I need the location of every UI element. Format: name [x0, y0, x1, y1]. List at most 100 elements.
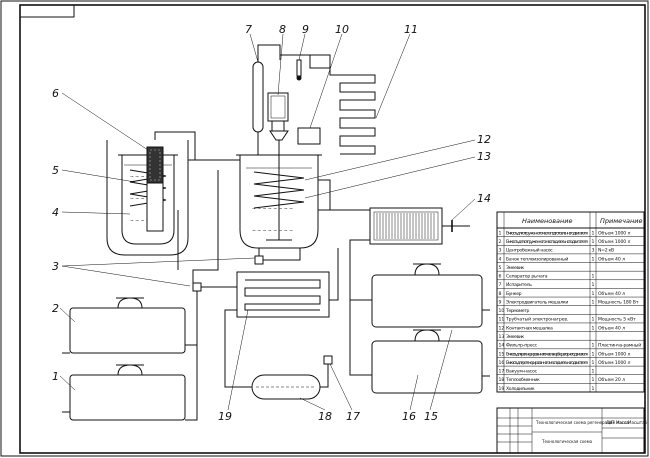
spec-cell-qty: 1: [592, 377, 595, 383]
spec-cell-name: Контактная мешалка: [506, 325, 553, 331]
spec-cell-qty: 1: [592, 325, 595, 331]
callout-18: 18: [318, 410, 332, 423]
svg-text:~ ~ ~ ~ ~ ~: ~ ~ ~ ~ ~ ~: [130, 197, 161, 202]
spec-cell-qty: 1: [592, 230, 595, 236]
spec-cell-note: N=2 кВ: [598, 248, 614, 254]
callout-10: 10: [335, 23, 349, 36]
title-block-subtitle: Технологическая схема: [541, 439, 593, 444]
spec-cell-note: Объем 40 л: [598, 325, 625, 331]
spec-cell-qty: 1: [592, 386, 595, 392]
callout-labels: 1 2 3 4 5 6 7 8 9 10 11 12 13 14 15 16 1…: [52, 23, 491, 423]
callout-19: 19: [218, 410, 232, 423]
top-left-code-box: [19, 4, 75, 18]
spec-cell-name: Змеевик: [506, 334, 524, 340]
callout-1: 1: [52, 370, 59, 383]
spec-cell-num: 6: [499, 274, 502, 280]
spec-cell-qty: 1: [592, 351, 595, 357]
spec-cell-name: Электродвигатель мешалки: [506, 299, 568, 305]
svg-text:~ ~ ~ ~ ~ ~: ~ ~ ~ ~ ~ ~: [130, 175, 161, 180]
spec-cell-qty: 1: [592, 299, 595, 305]
callout-16: 16: [402, 410, 416, 423]
spec-cell-num: 8: [499, 291, 502, 297]
spec-cell-num: 16: [499, 360, 505, 366]
svg-text:~ ~ ~ ~ ~ ~: ~ ~ ~ ~ ~ ~: [130, 219, 161, 224]
spec-cell-qty: 1: [592, 369, 595, 375]
spec-cell-name: Вакуум-насос: [506, 369, 538, 375]
thermometer-9: [296, 59, 302, 81]
spec-cell-name: Центробежный насос: [506, 247, 553, 254]
leader-lines: [59, 33, 476, 411]
spec-cell-note: Объем 1000 л: [598, 230, 630, 236]
callout-17: 17: [346, 410, 360, 423]
spec-cell-num: 18: [499, 377, 505, 383]
spec-cell-num: 1: [499, 230, 502, 236]
spec-cell-num: 12: [499, 325, 505, 331]
spec-cell-note: Объем 40 л: [598, 256, 625, 262]
spec-cell-qty: 3: [592, 248, 595, 254]
spec-cell-name: Сепаратор рычага: [506, 274, 548, 280]
spec-cell-name: Испаритель: [506, 282, 532, 288]
spec-rows: 1 Емкость для отгруженного масла подготов…: [497, 230, 644, 393]
spec-cell-num: 2: [499, 239, 502, 245]
spec-header-note: Примечание: [600, 217, 642, 225]
heat-exchanger-18: [251, 374, 321, 400]
spent-oil-tank-2: [69, 297, 186, 354]
coil-13: [253, 171, 305, 209]
spec-cell-name: Бункер: [506, 291, 522, 297]
callout-6: 6: [52, 87, 59, 100]
title-block-scale: Масштаб: [628, 420, 648, 425]
callout-9: 9: [302, 23, 309, 36]
evaporator-7: [252, 61, 264, 155]
spec-cell-name: Змеевик: [506, 265, 524, 271]
spec-cell-note: Пластинча-рамный: [598, 342, 641, 349]
spec-cell-name: Емкость для отгруженного масла дизельног…: [506, 239, 588, 245]
spec-cell-name: Холодильник: [506, 386, 535, 392]
spec-cell-note: Объем 40 л: [598, 291, 625, 297]
spec-cell-num: 3: [499, 248, 502, 254]
callout-14: 14: [477, 192, 491, 205]
callout-7: 7: [245, 23, 252, 36]
pipelines: [62, 44, 490, 421]
spec-cell-name: Термометр: [505, 308, 529, 314]
callout-11: 11: [404, 23, 418, 36]
spec-cell-num: 19: [499, 386, 505, 392]
pump-3b: [254, 255, 264, 265]
spec-cell-name: Трубчатый электронагрев.: [505, 316, 568, 323]
spec-cell-num: 14: [499, 343, 505, 349]
svg-text:~ ~ ~ ~ ~ ~ ~ ~: ~ ~ ~ ~ ~ ~ ~ ~: [252, 207, 293, 212]
pump-3a: [192, 282, 202, 292]
title-block-title: Технологическая схема регенерации масла: [535, 420, 629, 425]
callout-8: 8: [279, 23, 286, 36]
spec-cell-qty: 1: [592, 360, 595, 366]
filter-press-14: [369, 207, 458, 245]
spec-cell-name: Емкость для отгруженного масла подготовл…: [506, 230, 588, 236]
regenerated-oil-tank-16: [371, 329, 483, 394]
separator-6: [146, 146, 164, 232]
svg-text:~ ~ ~ ~ ~ ~ ~ ~: ~ ~ ~ ~ ~ ~ ~ ~: [252, 229, 293, 234]
bunker-10: [297, 127, 321, 145]
callout-13: 13: [477, 150, 491, 163]
callout-3: 3: [52, 260, 59, 273]
spec-cell-note: Объем 20 л: [598, 377, 625, 383]
cooler-19: [236, 271, 330, 318]
spec-cell-note: Мощность 180 Вт: [598, 299, 639, 305]
spec-header-name: Наименование: [522, 217, 573, 225]
spec-cell-note: Объем 1000 л: [598, 360, 630, 366]
insulated-tank-4: ~ ~ ~ ~ ~ ~ ~ ~ ~ ~ ~ ~ ~ ~ ~ ~ ~ ~: [106, 140, 189, 256]
spec-cell-note: Объем 1000 л: [598, 239, 630, 245]
agitator-motor: [267, 92, 289, 141]
spec-cell-qty: 1: [592, 256, 595, 262]
title-block-sheet-code: ЛИТ: [606, 420, 615, 425]
spec-cell-qty: 1: [592, 239, 595, 245]
spec-cell-num: 15: [499, 351, 505, 357]
spec-cell-num: 10: [499, 308, 505, 314]
spec-cell-num: 4: [499, 256, 502, 262]
callout-5: 5: [52, 164, 59, 177]
spec-cell-qty: 1: [592, 274, 595, 280]
spec-cell-note: Объем 1000 л: [598, 351, 630, 357]
spec-cell-qty: 1: [592, 282, 595, 288]
callout-12: 12: [477, 133, 491, 146]
